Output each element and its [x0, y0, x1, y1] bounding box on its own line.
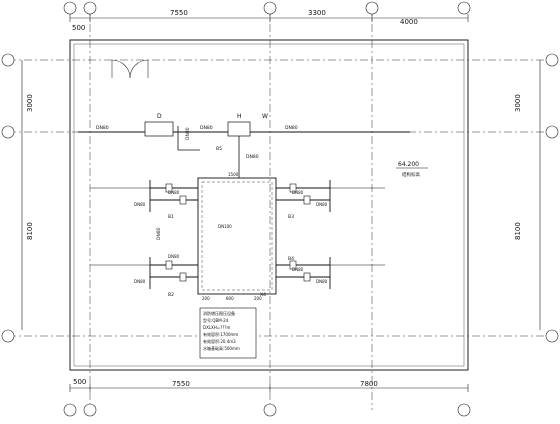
pump-dn80-3: DN80 — [168, 254, 180, 259]
label-x4: X4 — [260, 292, 266, 298]
wall-outline — [69, 39, 469, 371]
equipment-h-letter: H — [237, 113, 242, 120]
pump-dn80-1: DN80 — [168, 190, 180, 195]
water-tank-inner — [201, 181, 273, 291]
tank-top-dim: 1500 — [228, 172, 239, 177]
bottom-dim-7550: 7550 — [172, 380, 190, 388]
pump-dn80-6: DN80 — [316, 202, 328, 207]
tank-bottom-dim-c: 200 — [254, 296, 262, 301]
right-dim-3000: 3000 — [514, 94, 522, 112]
main-pipe-dn80-label: DN80 — [96, 125, 109, 131]
axis-grid — [8, 8, 552, 410]
water-tank — [197, 177, 277, 295]
top-dim-3300: 3300 — [308, 9, 326, 17]
tank-note-box — [199, 307, 257, 359]
pump-valves — [165, 183, 311, 282]
main-pipe-dn80-label-2: DN80 — [200, 125, 213, 131]
tank-note-line-5: 有效容积:20.4m3 — [203, 338, 236, 344]
top-dim-4000: 4000 — [400, 18, 418, 26]
label-b5: B5 — [216, 146, 222, 152]
bottom-dim-500: 500 — [73, 378, 86, 386]
left-dim-3000: 3000 — [26, 94, 34, 112]
left-dim-8100: 8100 — [26, 222, 34, 240]
pump-dn80-4: DN80 — [134, 279, 146, 284]
elevation-value: 64.200 — [398, 161, 419, 168]
pump-dn80-8: DN80 — [316, 279, 328, 284]
label-b4: B4 — [288, 256, 294, 262]
pump-dn80-2: DN80 — [134, 202, 146, 207]
left-riser-dn80: DN80 — [156, 227, 162, 240]
pump-dn80-5: DN80 — [292, 190, 304, 195]
pump-branch-lines — [149, 180, 331, 289]
bottom-dim-7800: 7800 — [360, 380, 378, 388]
equipment-box-d — [144, 121, 174, 137]
tank-dn100: DN100 — [218, 224, 232, 229]
outer-branches — [90, 187, 385, 266]
main-pipe-dn80-label-3: DN80 — [285, 125, 298, 131]
tank-note-line-2: 型号:QBM-24 — [203, 317, 229, 323]
tank-bottom-dim-b: 800 — [226, 296, 234, 301]
top-dim-7550: 7550 — [170, 9, 188, 17]
elevation-caption: 结构标高 — [402, 171, 420, 178]
tank-bottom-dim-a: 200 — [202, 296, 210, 301]
equipment-d-letter: D — [157, 113, 162, 120]
pump-dn80-7: DN80 — [292, 267, 304, 272]
label-b3: B3 — [288, 214, 294, 220]
door-swings — [111, 59, 149, 79]
wall-inner — [73, 43, 465, 367]
drop-pipe-dn80: DN80 — [185, 127, 191, 140]
axis-bubbles — [1, 1, 559, 417]
right-dim-8100: 8100 — [514, 222, 522, 240]
label-b2: B2 — [168, 292, 174, 298]
label-b1: B1 — [168, 214, 174, 220]
top-dim-500: 500 — [72, 24, 85, 32]
tank-note-line-6: 水箱基础高:500mm — [203, 345, 240, 351]
equipment-box-h — [227, 121, 251, 137]
tank-note-line-3: DXLXH=???m — [203, 325, 231, 330]
center-dn80: DN80 — [246, 154, 259, 160]
equipment-w-letter: W — [262, 113, 268, 120]
tank-note-line-1: 消防增压稳压设备 — [203, 310, 235, 316]
tank-note-line-4: 有效容积:1700mm — [203, 331, 238, 337]
